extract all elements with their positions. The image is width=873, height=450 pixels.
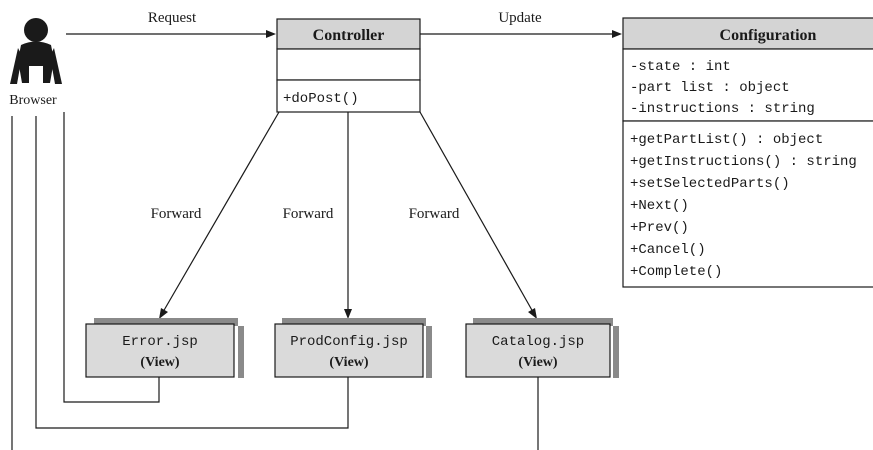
request-arrow: Request	[66, 10, 276, 38]
controller-operation: +doPost()	[283, 91, 359, 107]
configuration-operation: +Cancel()	[630, 242, 706, 258]
view-error: Error.jsp (View)	[85, 318, 244, 378]
view-stereotype: (View)	[518, 355, 557, 370]
user-actor-icon	[10, 18, 62, 84]
configuration-attribute: -part list : object	[630, 80, 790, 96]
configuration-attribute: -state : int	[630, 59, 731, 75]
browser-label: Browser	[9, 93, 57, 108]
configuration-operation: +Prev()	[630, 220, 689, 236]
update-label: Update	[498, 10, 542, 26]
view-prodconfig: ProdConfig.jsp (View)	[274, 318, 432, 378]
view-name: Catalog.jsp	[492, 334, 584, 350]
forward-arrow-error: Forward	[151, 111, 280, 319]
update-arrow: Update	[420, 10, 622, 38]
view-name: Error.jsp	[122, 334, 198, 350]
request-label: Request	[148, 10, 197, 26]
forward-label-prodconfig: Forward	[283, 206, 334, 222]
configuration-operation: +getPartList() : object	[630, 132, 823, 148]
view-catalog: Catalog.jsp (View)	[465, 318, 619, 378]
forward-label-error: Forward	[151, 206, 202, 222]
configuration-operation: +Complete()	[630, 264, 722, 280]
controller-title: Controller	[313, 27, 385, 44]
forward-arrow-catalog: Forward	[409, 111, 537, 319]
configuration-class: Configuration -state : int -part list : …	[622, 17, 873, 288]
forward-label-catalog: Forward	[409, 206, 460, 222]
configuration-title: Configuration	[720, 27, 817, 44]
browser-actor: Browser	[9, 18, 62, 108]
view-stereotype: (View)	[329, 355, 368, 370]
configuration-operation: +getInstructions() : string	[630, 154, 857, 170]
configuration-operation: +setSelectedParts()	[630, 176, 790, 192]
configuration-attribute: -instructions : string	[630, 101, 815, 117]
view-name: ProdConfig.jsp	[290, 334, 408, 350]
forward-arrow-prodconfig: Forward	[283, 112, 352, 319]
browser-return-lines	[11, 112, 539, 450]
configuration-operation: +Next()	[630, 198, 689, 214]
view-stereotype: (View)	[140, 355, 179, 370]
controller-class: Controller +doPost()	[276, 18, 421, 113]
